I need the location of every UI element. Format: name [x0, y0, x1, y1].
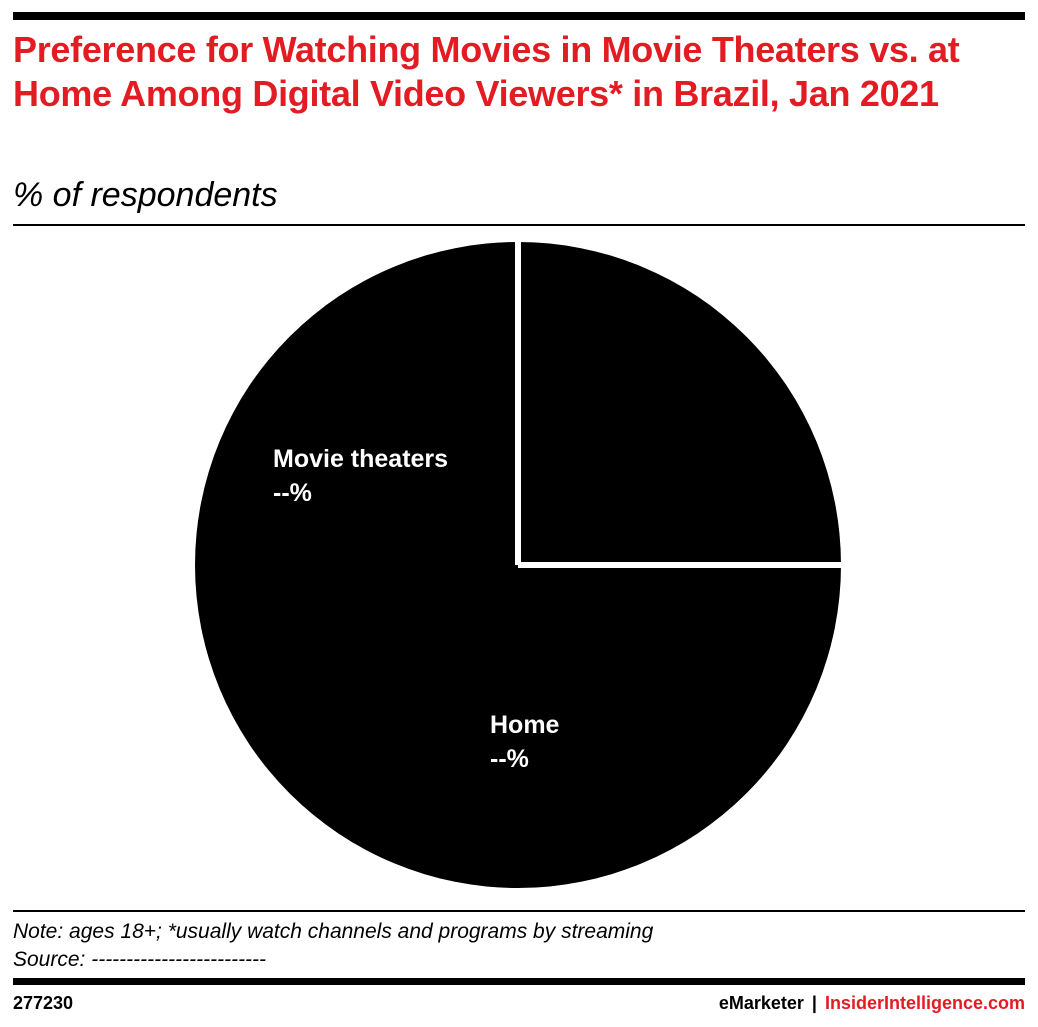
- pie-chart: Movie theaters --% Home --%: [195, 242, 841, 888]
- chart-id: 277230: [13, 993, 74, 1013]
- chart-title: Preference for Watching Movies in Movie …: [13, 29, 960, 114]
- brand-emarketer: eMarketer: [718, 993, 804, 1013]
- slice-value-home: --%: [490, 745, 529, 773]
- bottom-rule: [13, 978, 1025, 985]
- chart-subtitle: % of respondents: [13, 176, 278, 214]
- brand-separator: |: [811, 993, 817, 1013]
- slice-label-home: Home: [490, 711, 560, 739]
- pie-labels: Movie theaters --% Home --%: [273, 445, 560, 773]
- subtitle-divider: [13, 224, 1025, 226]
- brand-credit: eMarketer | InsiderIntelligence.com: [719, 992, 1025, 1014]
- footnote: Note: ages 18+; *usually watch channels …: [13, 920, 654, 943]
- top-rule: [13, 12, 1025, 20]
- note-divider: [13, 910, 1025, 912]
- pie-slice-movie-theaters: [518, 242, 841, 565]
- slice-value-movie-theaters: --%: [273, 479, 312, 507]
- slice-label-movie-theaters: Movie theaters: [273, 445, 448, 473]
- pie-separators: [515, 242, 841, 568]
- source-line: Source: -------------------------: [13, 948, 267, 971]
- brand-insiderintelligence-link[interactable]: InsiderIntelligence.com: [824, 993, 1025, 1013]
